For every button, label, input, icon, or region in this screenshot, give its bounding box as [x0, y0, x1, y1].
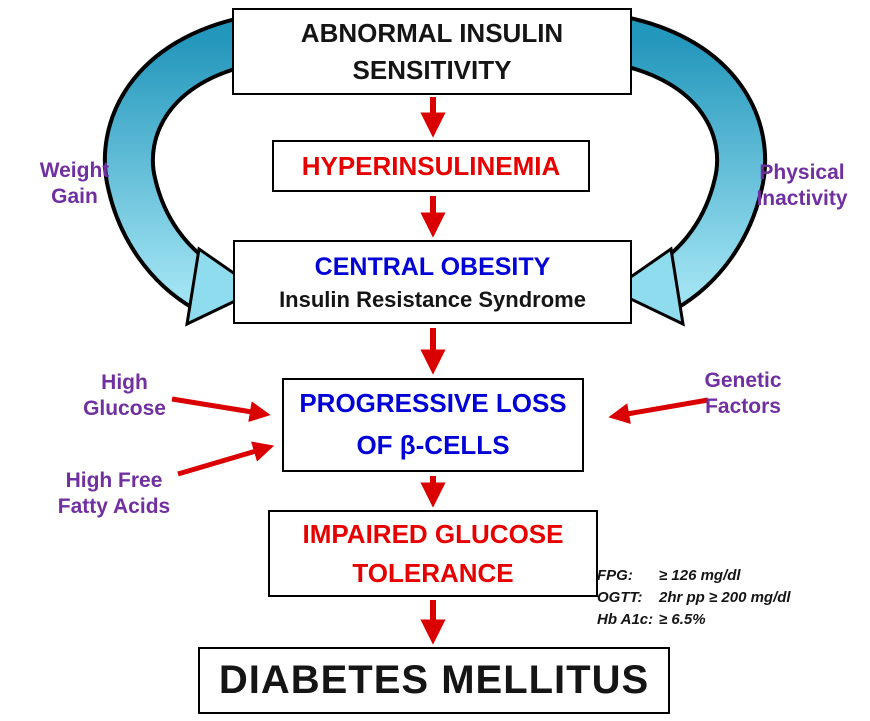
label-physical-inactivity: Physical Inactivity	[738, 160, 866, 212]
arrow-genetic-factors	[608, 397, 709, 424]
label-weight-gain: Weight Gain	[22, 158, 127, 210]
label-line: High	[101, 371, 148, 394]
label-line: Genetic	[704, 369, 782, 392]
label-high-glucose: High Glucose	[62, 370, 187, 422]
node-subtitle: Insulin Resistance Syndrome	[279, 287, 586, 313]
label-line: Fatty Acids	[57, 495, 171, 518]
label-line: Factors	[705, 395, 781, 418]
arrow-high-free-fatty-acids	[177, 441, 275, 477]
node-abnormal-insulin-sensitivity: ABNORMAL INSULIN SENSITIVITY	[232, 8, 632, 95]
node-title: CENTRAL OBESITY	[314, 253, 551, 282]
node-text-line: PROGRESSIVE LOSS	[299, 388, 567, 419]
node-text-line: HYPERINSULINEMIA	[301, 150, 561, 181]
node-text-line: ABNORMAL INSULIN	[300, 17, 564, 48]
label-line: Physical	[759, 161, 845, 184]
criteria-label: Hb A1c:	[597, 611, 654, 628]
criteria-row: Hb A1c: ≥ 6.5%	[597, 609, 869, 631]
node-hyperinsulinemia: HYPERINSULINEMIA	[272, 140, 590, 192]
label-genetic-factors: Genetic Factors	[682, 368, 804, 420]
criteria-label: OGTT:	[597, 589, 643, 606]
arrow-high-glucose	[171, 396, 271, 423]
curved-arrow-physical-inactivity	[609, 14, 768, 327]
diagnostic-criteria: FPG: ≥ 126 mg/dl OGTT: 2hr pp ≥ 200 mg/d…	[597, 565, 869, 631]
label-line: Gain	[51, 185, 98, 208]
node-diabetes-mellitus: DIABETES MELLITUS	[198, 647, 670, 714]
criteria-value: ≥ 126 mg/dl	[659, 567, 741, 584]
node-central-obesity: CENTRAL OBESITY Insulin Resistance Syndr…	[233, 240, 632, 324]
label-line: High Free	[65, 469, 163, 492]
curved-arrowhead-right	[609, 246, 685, 327]
criteria-label: FPG:	[597, 567, 633, 584]
label-line: Inactivity	[756, 187, 848, 210]
criteria-row: OGTT: 2hr pp ≥ 200 mg/dl	[597, 587, 869, 609]
node-text-line: DIABETES MELLITUS	[218, 658, 650, 702]
node-text-line: OF β-CELLS	[356, 430, 510, 460]
curved-arrow-weight-gain	[102, 14, 261, 327]
node-text-line: IMPAIRED GLUCOSE	[302, 518, 564, 549]
criteria-row: FPG: ≥ 126 mg/dl	[597, 565, 869, 587]
node-impaired-glucose-tolerance: IMPAIRED GLUCOSE TOLERANCE	[268, 510, 598, 597]
label-high-free-fatty-acids: High Free Fatty Acids	[38, 468, 190, 520]
criteria-value: 2hr pp ≥ 200 mg/dl	[659, 589, 791, 606]
criteria-value: ≥ 6.5%	[659, 611, 706, 628]
label-line: Weight	[39, 159, 110, 182]
flow-arrows	[171, 97, 709, 645]
node-text-line: TOLERANCE	[352, 557, 514, 588]
node-text-line: SENSITIVITY	[352, 54, 512, 85]
node-progressive-loss-beta-cells: PROGRESSIVE LOSS OF β-CELLS	[282, 378, 584, 472]
label-line: Glucose	[83, 397, 166, 420]
curved-arrowhead-left	[185, 246, 261, 327]
